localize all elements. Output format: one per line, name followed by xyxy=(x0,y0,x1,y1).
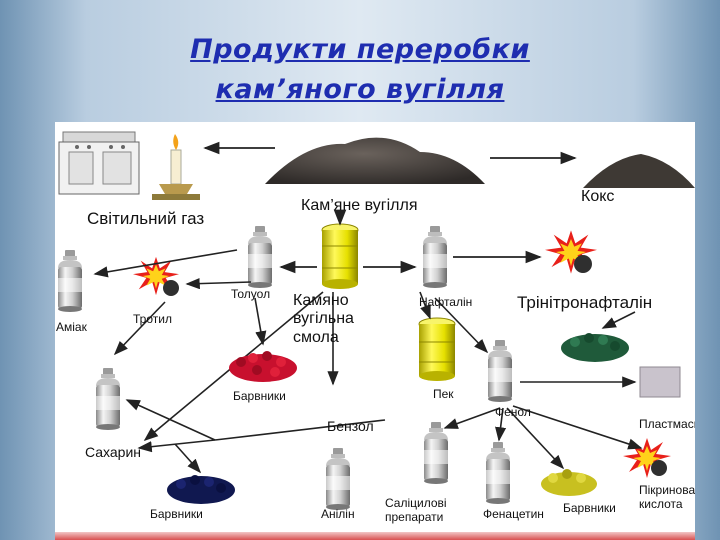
phenacetin-can-icon xyxy=(486,442,510,504)
label-sakharyn: Сахарин xyxy=(85,444,142,460)
label-koks: Кокс xyxy=(581,188,615,205)
label-anilin: Анілін xyxy=(321,507,355,521)
label-fenol: Фенол xyxy=(495,405,531,419)
coal-pile-icon xyxy=(265,137,485,184)
label-benzol: Бензол xyxy=(327,418,374,434)
plastic-sheet-icon xyxy=(639,366,681,398)
salicylic-can-icon xyxy=(424,422,448,484)
red-dye-pile-icon xyxy=(229,351,297,382)
label-kamiane-vuhillia: Кам’яне вугілля xyxy=(301,197,418,214)
page-title: Продукти переробки кам’яного вугілля xyxy=(0,30,720,110)
label-naftalin: Нафталін xyxy=(419,295,473,309)
bomb-icon xyxy=(574,255,592,273)
label-pikrynova-line-1: Пікринова xyxy=(639,483,695,497)
label-trinitronaftalin: Трінітронафталін xyxy=(517,293,653,312)
label-pikrynova-line-2: кислота xyxy=(639,496,683,511)
bottom-strip xyxy=(55,532,695,540)
stove-icon xyxy=(58,131,140,195)
tar-barrel-icon xyxy=(321,223,359,289)
label-barvnyky-1: Барвники xyxy=(233,389,286,403)
bomb-icon xyxy=(163,280,179,296)
navy-dye-pile-icon xyxy=(167,475,235,504)
yellow-dye-pile-icon xyxy=(541,469,597,496)
diagram-panel: Світильний газ Кам’яне вугілля Кокс Толу… xyxy=(55,122,695,540)
label-kamiano-line-2: вугільна xyxy=(293,310,354,328)
label-toluol: Толуол xyxy=(231,287,271,301)
naphthalene-can-icon xyxy=(423,226,447,288)
label-barvnyky-2: Барвники xyxy=(150,507,203,521)
label-amiak: Аміак xyxy=(56,320,87,334)
label-salitsylovi: Саліцилові препарати xyxy=(385,496,447,525)
label-trotyl: Тротил xyxy=(133,312,172,326)
benzene-can-icon xyxy=(96,368,120,430)
green-dye-pile-icon xyxy=(561,333,629,362)
label-kamiano-smola: Камяно вугільна смола xyxy=(293,292,354,347)
bomb-icon xyxy=(651,460,667,476)
label-fenatsetyn: Фенацетин xyxy=(483,507,544,521)
label-kamiano-line-1: Камяно xyxy=(293,292,349,309)
diagram-artwork xyxy=(58,131,695,510)
ammonia-can-icon xyxy=(58,250,82,312)
aniline-can-icon xyxy=(326,448,350,510)
label-kamiano-line-3: смола xyxy=(293,328,339,346)
label-barvnyky-3: Барвники xyxy=(563,501,616,515)
label-pikrynova: Пікринова кислота xyxy=(639,483,695,512)
label-plastmasy: Пластмаси xyxy=(639,417,695,431)
coke-pile-icon xyxy=(583,154,695,188)
phenol-can-icon xyxy=(488,340,512,402)
label-salitsylovi-line-2: препарати xyxy=(385,510,444,525)
label-pek: Пек xyxy=(433,387,454,401)
label-salitsylovi-line-1: Саліцилові xyxy=(385,496,447,510)
toluene-can-icon xyxy=(248,226,272,288)
title-line-1: Продукти переробки xyxy=(190,34,530,65)
candle-icon xyxy=(152,134,200,200)
pitch-barrel-icon xyxy=(418,317,456,381)
label-svitylnyi-gaz: Світильний газ xyxy=(87,209,205,228)
title-line-2: кам’яного вугілля xyxy=(215,74,505,105)
